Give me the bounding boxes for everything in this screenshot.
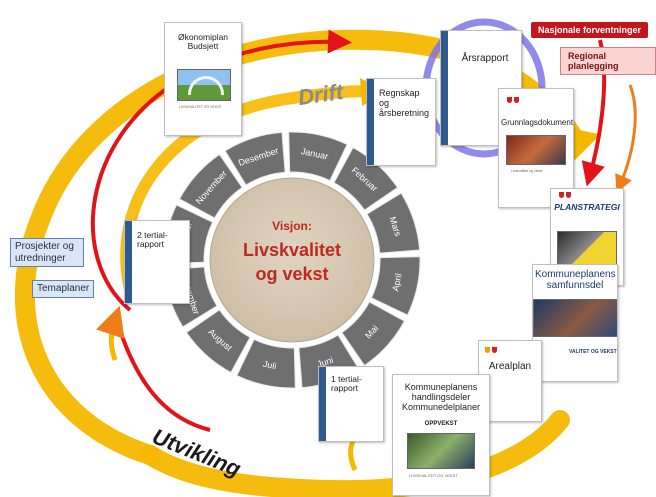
vision-circle [209, 177, 375, 343]
doc-title: Kommuneplanens handlingsdeler Kommunedel… [401, 382, 481, 412]
doc-okonomiplan: Økonomiplan Budsjett LIVSKVALITET OG VEK… [164, 22, 242, 136]
month-label: Juni [316, 355, 335, 370]
crest-icon [559, 192, 564, 198]
group-photo-icon [557, 231, 617, 267]
month-segment [178, 153, 243, 219]
group-photo-icon [533, 299, 617, 337]
vision-prefix: Visjon: [272, 219, 312, 233]
crest-icon [485, 347, 490, 353]
month-segment [370, 256, 421, 316]
utvikling-lower-arrow [140, 410, 570, 497]
group-photo-icon [407, 433, 475, 469]
doc-title: Arealplan [488, 361, 532, 372]
doc-samfunnsdel: Kommuneplanens samfunnsdel VALITET OG VE… [532, 264, 618, 382]
gold-arrow-head [565, 127, 601, 163]
month-segment [236, 338, 296, 389]
crest-icon [507, 97, 512, 103]
doc-tertial-2: 2 tertial-rapport [124, 220, 190, 304]
doc-title: PLANSTRATEGI [554, 202, 620, 212]
doc-title: Grunnlagsdokument [501, 118, 574, 127]
month-label: Juli [262, 359, 277, 372]
month-label: April [390, 272, 404, 292]
month-segment [224, 131, 286, 186]
vision-line-1: Livskvalitet [243, 240, 341, 260]
orange-right-arrow [615, 84, 637, 194]
regional-planlegging-box: Regional planlegging [560, 47, 656, 75]
doc-header [559, 192, 573, 200]
doc-footer: VALITET OG VEKST [569, 349, 617, 355]
doc-title: Årsrapport [461, 53, 509, 64]
doc-handlingsdeler: Kommuneplanens handlingsdeler Kommunedel… [392, 374, 490, 496]
red-lower-arrow [118, 329, 211, 432]
month-wheel: JanuarFebruarMarsAprilMaiJuniJuliAugustS… [163, 131, 421, 389]
doc-footer: Livskvalitet og vekst [511, 169, 543, 173]
temaplaner-box: Temaplaner [32, 280, 95, 298]
doc-spine [125, 221, 132, 303]
doc-spine [367, 79, 374, 165]
doc-footer: LIVSKVALITET OG VEKST [179, 105, 222, 109]
prosjekter-box: Prosjekter og utredninger [10, 238, 84, 267]
doc-title: Regnskap og årsberetning [379, 88, 430, 118]
doc-title-line: Økonomiplan [177, 32, 229, 42]
month-segment [185, 309, 251, 374]
month-segment [366, 192, 421, 254]
doc-spine [441, 31, 448, 145]
doc-title-line: Budsjett [187, 41, 219, 52]
doc-subtitle: OPPVEKST [424, 421, 458, 427]
doc-header [507, 97, 521, 105]
doc-title: Kommuneplanens samfunnsdel [535, 269, 616, 291]
month-segment [341, 301, 406, 367]
doc-regnskap: Regnskap og årsberetning [366, 78, 436, 166]
month-segment [333, 146, 399, 211]
crest-icon [492, 347, 497, 353]
vision-line-2: og vekst [255, 264, 328, 284]
bridge-photo-icon [177, 69, 231, 101]
doc-title: 1 tertial-rapport [331, 374, 362, 394]
gold-small-arrow [96, 305, 125, 361]
doc-tertial-1: 1 tertial-rapport [318, 366, 384, 442]
doc-footer: LIVSKVALITET OG VEKST [409, 473, 458, 478]
doc-title: Økonomiplan Budsjett [169, 32, 237, 52]
group-photo-icon [506, 135, 566, 165]
crest-icon [566, 192, 571, 198]
crest-icon [514, 97, 519, 103]
doc-spine [319, 367, 326, 441]
nasjonale-forventninger-box: Nasjonale forventninger [531, 22, 649, 38]
doc-title: 2 tertial-rapport [137, 230, 168, 250]
doc-header [485, 347, 499, 355]
month-segment [288, 131, 348, 182]
